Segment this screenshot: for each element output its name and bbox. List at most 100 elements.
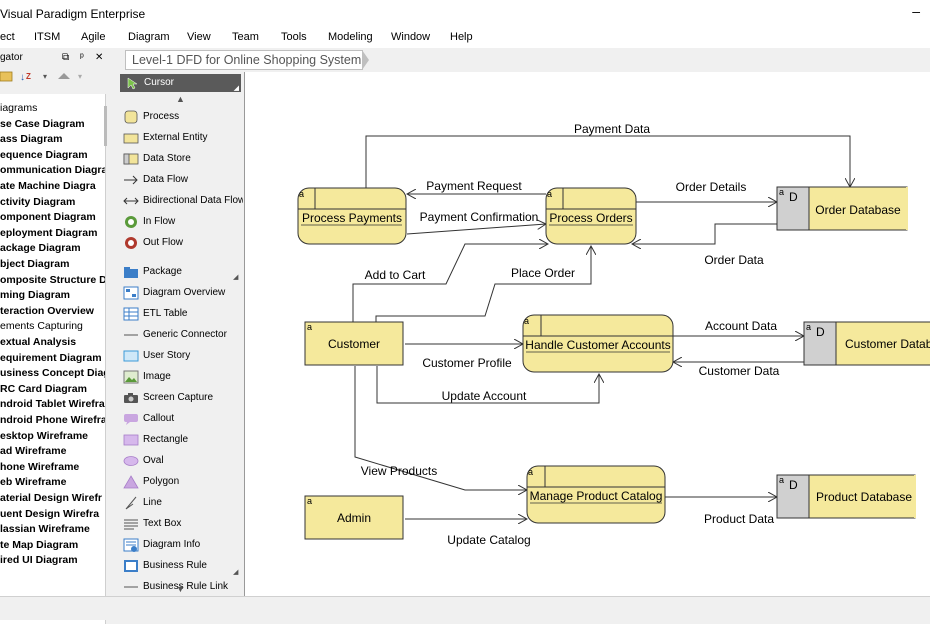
tree-item[interactable]: RC Card Diagram — [0, 382, 87, 395]
tree-item[interactable]: hone Wireframe — [0, 460, 80, 473]
tree-item[interactable]: ad Wireframe — [0, 445, 67, 458]
tree-item[interactable]: equence Diagram — [0, 148, 88, 161]
palette-item-generic-connector[interactable]: Generic Connector — [122, 326, 242, 344]
close-icon[interactable]: ✕ — [95, 52, 104, 63]
palette-item-oval[interactable]: Oval — [122, 452, 242, 470]
store-product-database[interactable]: a D Product Database — [776, 474, 916, 519]
more-dropdown-icon[interactable]: ▾ — [78, 72, 82, 81]
out-flow-icon — [125, 237, 137, 249]
store-order-database[interactable]: a D Order Database — [776, 186, 908, 231]
palette-item-out-flow[interactable]: Out Flow — [122, 234, 242, 252]
tree-item[interactable]: te Map Diagram — [0, 538, 79, 551]
tree-item[interactable]: omponent Diagram — [0, 211, 96, 224]
diagram-canvas[interactable]: a Process Payments a Process Orders a Ha… — [244, 72, 930, 596]
tree-item[interactable]: ackage Diagram — [0, 242, 81, 255]
palette-item-process[interactable]: Process — [122, 108, 242, 126]
tree-item[interactable]: eployment Diagram — [0, 226, 98, 239]
process-manage-catalog[interactable]: a Manage Product Catalog — [526, 465, 666, 524]
palette-group-expand-icon-2[interactable]: ◢ — [233, 569, 239, 576]
tree-item[interactable]: ctivity Diagram — [0, 195, 76, 208]
menu-diagram[interactable]: Diagram — [128, 31, 170, 43]
tree-item[interactable]: ired UI Diagram — [0, 554, 78, 567]
palette-item-label: Bidirectional Data Flow — [143, 195, 243, 206]
tree-item[interactable]: ming Diagram — [0, 289, 71, 302]
tree-item[interactable]: ements Capturing — [0, 320, 83, 333]
minimize-icon[interactable]: – — [912, 3, 920, 19]
pin-icon[interactable]: ᵖ — [80, 52, 84, 63]
palette-item-diagram-info[interactable]: Diagram Info — [122, 536, 242, 554]
process-payments[interactable]: a Process Payments — [297, 187, 407, 245]
tree-item[interactable]: eb Wireframe — [0, 476, 67, 489]
palette-item-line[interactable]: Line — [122, 494, 242, 512]
palette-item-external-entity[interactable]: External Entity — [122, 129, 242, 147]
tree-item[interactable]: se Case Diagram — [0, 117, 85, 130]
menu-agile[interactable]: Agile — [81, 31, 106, 43]
palette-scroll-down-icon[interactable]: ▼ — [176, 584, 185, 594]
flow-payment-data[interactable] — [365, 135, 850, 188]
palette-item-user-story[interactable]: User Story — [122, 347, 242, 365]
tree-scrollbar[interactable] — [104, 106, 107, 146]
flow-view-products[interactable] — [354, 366, 527, 490]
palette-item-text-box[interactable]: Text Box — [122, 515, 242, 533]
tree-item[interactable]: iagrams — [0, 102, 38, 114]
tree-item[interactable]: ate Machine Diagra — [0, 180, 96, 192]
navigate-up-icon[interactable] — [58, 73, 70, 79]
palette-item-label: Business Rule — [143, 560, 207, 571]
tree-item[interactable]: ndroid Tablet Wirefra — [0, 398, 105, 411]
tree-item[interactable]: ommunication Diagra — [0, 164, 106, 177]
menu-help[interactable]: Help — [450, 31, 473, 43]
float-icon[interactable]: ⧉ — [62, 52, 70, 63]
flow-payment-confirmation[interactable] — [406, 224, 546, 235]
flow-order-data[interactable] — [632, 223, 777, 244]
palette-item-in-flow[interactable]: In Flow — [122, 213, 242, 231]
palette-cursor[interactable]: Cursor ◢ — [120, 74, 241, 92]
flow-add-to-cart[interactable] — [352, 244, 548, 322]
menu-tools[interactable]: Tools — [281, 31, 307, 43]
palette-item-business-rule-link[interactable]: Business Rule Link — [122, 578, 242, 596]
palette-item-business-rule[interactable]: Business Rule — [122, 557, 242, 575]
sort-az-icon[interactable]: ↓ Z — [20, 72, 31, 83]
flow-update-account[interactable] — [376, 366, 599, 404]
menu-team[interactable]: Team — [232, 31, 259, 43]
process-orders[interactable]: a Process Orders — [545, 187, 637, 245]
palette-item-rectangle[interactable]: Rectangle — [122, 431, 242, 449]
palette-scroll-up-icon[interactable]: ▲ — [176, 94, 185, 104]
menu-project[interactable]: ect — [0, 31, 15, 43]
menu-itsm[interactable]: ITSM — [34, 31, 61, 43]
entity-customer[interactable]: a Customer — [304, 321, 404, 366]
store-customer-database[interactable]: a D Customer Databa — [803, 321, 930, 366]
diagram-breadcrumb-tab[interactable]: Level-1 DFD for Online Shopping System — [125, 50, 363, 70]
palette-group-expand-icon[interactable]: ◢ — [233, 274, 239, 281]
tree-item[interactable]: uent Design Wirefra — [0, 507, 100, 520]
palette-item-etl-table[interactable]: ETL Table — [122, 305, 242, 323]
tree-item[interactable]: usiness Concept Diag — [0, 367, 106, 380]
process-handle-accounts[interactable]: a Handle Customer Accounts — [522, 314, 674, 373]
tree-item[interactable]: bject Diagram — [0, 258, 70, 270]
palette-item-polygon[interactable]: Polygon — [122, 473, 242, 491]
tree-item[interactable]: equirement Diagram — [0, 351, 102, 364]
menu-window[interactable]: Window — [391, 31, 431, 43]
palette-item-diagram-overview[interactable]: Diagram Overview — [122, 284, 242, 302]
palette-item-bidirectional-data-flow[interactable]: Bidirectional Data Flow — [122, 192, 243, 210]
palette-item-label: Generic Connector — [143, 329, 227, 340]
tree-item[interactable]: lassian Wireframe — [0, 523, 90, 536]
entity-admin[interactable]: a Admin — [304, 495, 404, 540]
palette-item-data-store[interactable]: Data Store — [122, 150, 242, 168]
palette-item-image[interactable]: Image — [122, 368, 242, 386]
palette-item-callout[interactable]: Callout — [122, 410, 242, 428]
new-folder-icon[interactable] — [0, 71, 13, 82]
tree-item[interactable]: aterial Design Wirefr — [0, 492, 103, 504]
menu-modeling[interactable]: Modeling — [328, 31, 373, 43]
palette-item-data-flow[interactable]: Data Flow — [122, 171, 242, 189]
tree-item[interactable]: extual Analysis — [0, 336, 77, 348]
tree-item[interactable]: ass Diagram — [0, 133, 63, 146]
palette-item-screen-capture[interactable]: Screen Capture — [122, 389, 242, 407]
tree-item[interactable]: esktop Wireframe — [0, 429, 89, 442]
menu-view[interactable]: View — [187, 31, 211, 43]
flow-place-order[interactable] — [375, 246, 591, 322]
tree-item[interactable]: teraction Overview — [0, 304, 94, 317]
dropdown-icon[interactable]: ▾ — [43, 72, 47, 81]
tree-item[interactable]: ndroid Phone Wirefra — [0, 414, 106, 426]
tree-item[interactable]: omposite Structure D — [0, 273, 106, 286]
palette-item-package[interactable]: Package — [122, 263, 242, 281]
